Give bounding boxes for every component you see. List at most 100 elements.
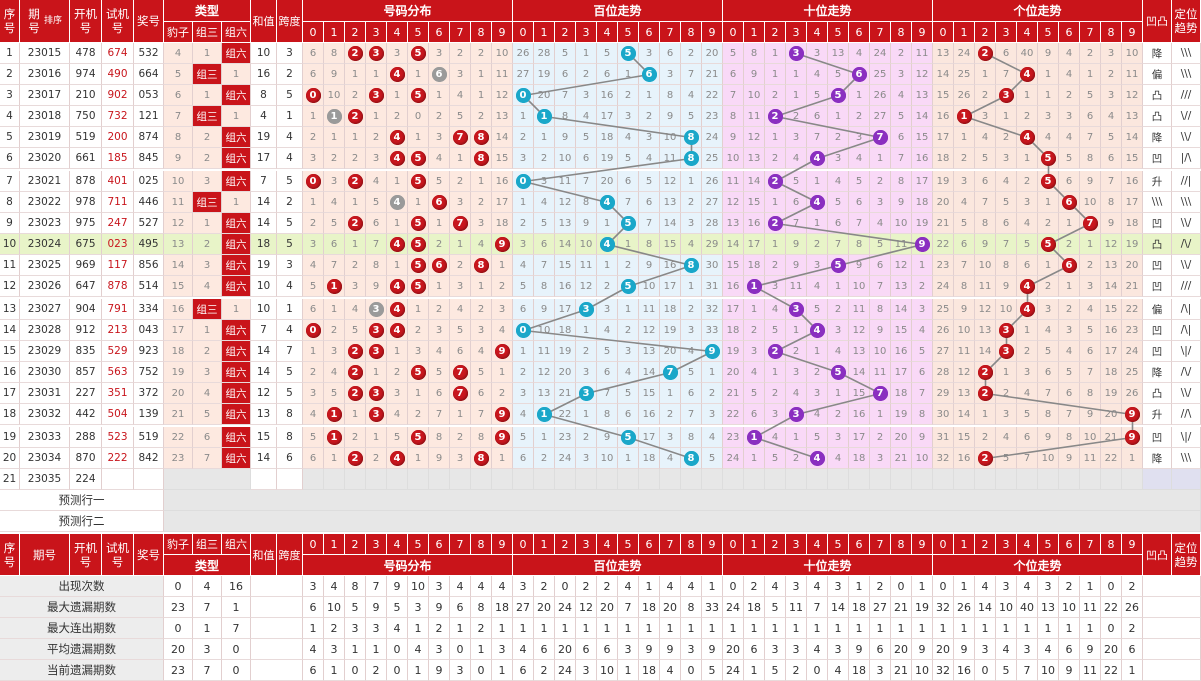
row-t-4: 4 [807, 148, 828, 169]
sort-label[interactable]: 排序 [43, 16, 62, 26]
h-ball: 8 [683, 450, 699, 466]
row-u-0: 15 [933, 85, 954, 106]
stat-t-5: 3 [828, 576, 849, 597]
row-sum: 4 [251, 106, 277, 127]
row-prize [134, 469, 164, 490]
row-h-5: 5 [618, 276, 639, 297]
row-u-7: 5 [1080, 85, 1101, 106]
dist-ball: 3 [368, 87, 384, 103]
row-issue: 23015 [20, 43, 70, 64]
row-u-4: 4 [1017, 276, 1038, 297]
row-t-0: 5 [723, 43, 744, 64]
row-span: 5 [277, 213, 303, 234]
h-ball: 5 [620, 278, 636, 294]
row-u-8: 17 [1101, 341, 1122, 362]
row-h-3: 1 [576, 404, 597, 425]
row-dist-3: 2 [366, 127, 387, 148]
stat-t-8: 21 [891, 597, 912, 618]
stat-h-9: 33 [702, 597, 723, 618]
row-seq: 1 [0, 43, 20, 64]
h-ball: 5 [620, 45, 636, 61]
row-h-8: 8 [681, 127, 702, 148]
dist-ball: 5 [410, 278, 426, 294]
row-u-1: 5 [954, 213, 975, 234]
row-open: 835 [70, 341, 102, 362]
row-trend: \\\ [1172, 43, 1201, 64]
row-t-4: 1 [807, 171, 828, 192]
row-u-6: 2 [1059, 85, 1080, 106]
row-dist-8: 2 [471, 299, 492, 320]
stat-dist-5: 10 [408, 576, 429, 597]
bottom-dist-digit-0: 0 [303, 534, 324, 555]
dist-ball: 8 [473, 450, 489, 466]
row-t-1: 1 [744, 299, 765, 320]
row-h-8: 4 [681, 341, 702, 362]
top-tens-digit-0: 0 [723, 22, 744, 43]
row-dist-7: 3 [450, 192, 471, 213]
stat-dist-2: 8 [345, 576, 366, 597]
u-ball: 3 [998, 343, 1014, 359]
row-u-3: 3 [996, 85, 1017, 106]
row-type-zuliu: 1 [222, 106, 251, 127]
row-t-3: 5 [786, 171, 807, 192]
stat-t-4: 0 [807, 660, 828, 681]
row-h-0: 3 [513, 234, 534, 255]
stat-dist-6: 9 [429, 597, 450, 618]
row-t-5: 2 [828, 127, 849, 148]
pred-row-label[interactable]: 预测行二 [0, 511, 164, 532]
h-ball: 0 [515, 173, 531, 189]
row-seq: 10 [0, 234, 20, 255]
row-h-2: 8 [555, 106, 576, 127]
row-prize: 664 [134, 64, 164, 85]
row-type-zusan: 5 [193, 404, 222, 425]
dist-ball: 4 [389, 66, 405, 82]
row-u-2: 14 [975, 341, 996, 362]
pred-row-label[interactable]: 预测行一 [0, 490, 164, 511]
row-type-baozi: 21 [164, 404, 193, 425]
row-u-7: 7 [1080, 362, 1101, 383]
row-trial: 117 [102, 255, 134, 276]
row-t-8: 17 [891, 362, 912, 383]
row-open: 224 [70, 469, 102, 490]
row-dist-1: 5 [324, 383, 345, 404]
row-h-7: 7 [660, 362, 681, 383]
bottom-trend-header: 定位趋势 [1172, 534, 1201, 576]
stat-dist-5: 4 [408, 639, 429, 660]
row-dist-2: 2 [345, 383, 366, 404]
row-h-empty [702, 469, 723, 490]
row-h-9: 31 [702, 276, 723, 297]
top-hundreds-digit-9: 9 [702, 22, 723, 43]
bottom-tens-digit-5: 5 [828, 534, 849, 555]
row-t-6: 11 [849, 299, 870, 320]
row-u-5: 1 [1038, 192, 1059, 213]
row-dist-9: 9 [492, 404, 513, 425]
row-dist-7: 1 [450, 404, 471, 425]
row-u-1: 7 [954, 255, 975, 276]
bottom-issue-header[interactable]: 期号 [20, 534, 70, 576]
row-t-9: 19 [912, 213, 933, 234]
row-u-0: 19 [933, 171, 954, 192]
stat-h-3: 2 [576, 576, 597, 597]
row-t-2: 5 [765, 448, 786, 469]
row-h-2: 11 [555, 171, 576, 192]
row-t-5: 13 [828, 43, 849, 64]
u-ball: 3 [998, 322, 1014, 338]
stat-dist-1: 2 [324, 618, 345, 639]
row-sum: 14 [251, 362, 277, 383]
row-u-8: 12 [1101, 234, 1122, 255]
row-ao: 升 [1143, 404, 1172, 425]
row-dist-8: 1 [471, 64, 492, 85]
row-issue: 23035 [20, 469, 70, 490]
row-dist-9: 3 [492, 299, 513, 320]
row-dist-8: 8 [471, 255, 492, 276]
top-issue-header[interactable]: 期号排序 [20, 0, 70, 43]
row-t-9: 7 [912, 383, 933, 404]
row-dist-4: 5 [387, 427, 408, 448]
row-open: 288 [70, 427, 102, 448]
row-seq: 6 [0, 148, 20, 169]
stat-h-9: 5 [702, 660, 723, 681]
row-type-zusan: 2 [193, 148, 222, 169]
row-t-6: 7 [849, 213, 870, 234]
bottom-hundreds-digit-8: 8 [681, 534, 702, 555]
row-sum: 10 [251, 43, 277, 64]
